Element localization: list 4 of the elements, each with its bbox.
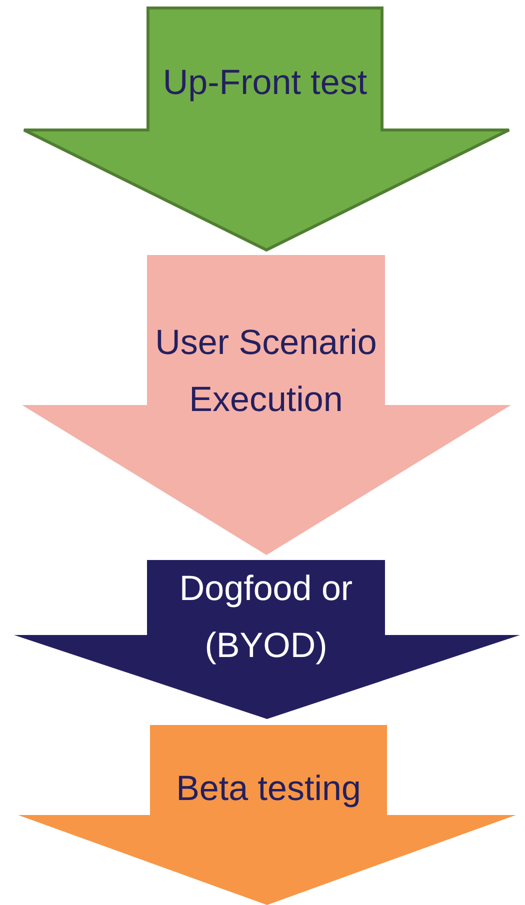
step-label: Dogfood or (BYOD) [178,568,354,667]
step-label: Beta testing [176,768,361,810]
step-label: Up-Front test [162,62,368,104]
step-label: User Scenario Execution [154,322,378,421]
